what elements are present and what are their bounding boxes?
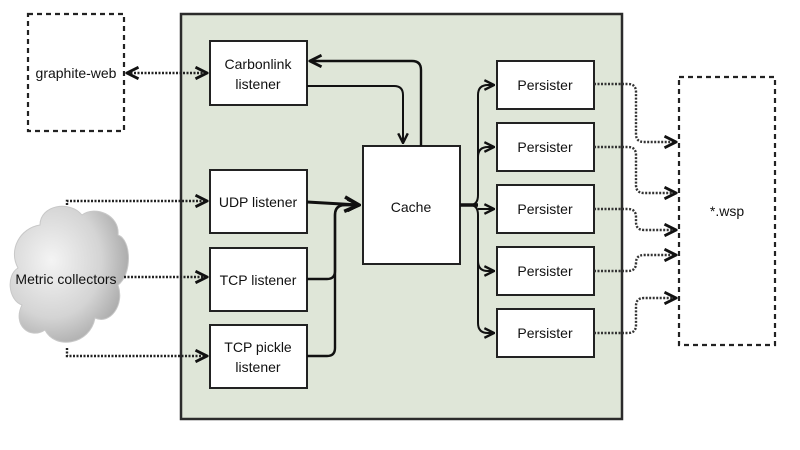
persister-label: Persister [517,139,573,155]
edge-collectors-to-tcp-pickle [65,348,207,356]
edge-cache-to-persister-1 [469,85,494,206]
metric-collectors-label: Metric collectors [15,271,116,287]
carbonlink-listener-label-line2: listener [235,76,280,92]
edge-tcp-pickle-to-cache [307,205,359,358]
persister-box [496,308,595,358]
carbonlink-listener-label-line1: Carbonlink [225,56,293,72]
udp-listener-node[interactable]: UDP listener [209,169,308,234]
persister-4-node[interactable]: Persister [496,246,595,296]
persister-box [496,122,595,172]
wsp-files-label: *.wsp [710,203,744,219]
wsp-files-box [677,75,777,347]
tcp-pickle-listener-box [209,324,308,389]
tcp-listener-node[interactable]: TCP listener [209,247,308,312]
tcp-pickle-listener-label-line1: TCP pickle [224,339,292,355]
tcp-pickle-listener-label-line2: listener [235,359,280,375]
tcp-listener-label: TCP listener [220,272,297,288]
graphite-web-label: graphite-web [36,65,117,81]
persister-1-node[interactable]: Persister [496,60,595,110]
graphite-web-box [26,12,126,133]
udp-listener-label: UDP listener [219,194,298,210]
wsp-files-node[interactable]: *.wsp [677,75,777,347]
cache-label: Cache [391,199,432,215]
persister-label: Persister [517,325,573,341]
edge-cache-to-persister-5 [477,261,494,333]
persister-2-node[interactable]: Persister [496,122,595,172]
graphite-web-node[interactable]: graphite-web [26,12,126,133]
cache-box [362,145,461,265]
edge-persister-4-to-wsp [594,255,676,273]
edge-persister-3-to-wsp [594,207,676,230]
persister-box [496,246,595,296]
persister-label: Persister [517,77,573,93]
edge-persister-2-to-wsp [594,145,676,193]
edge-persister-5-to-wsp [594,298,676,335]
cache-node[interactable]: Cache [362,145,461,265]
edge-collectors-to-udp [65,201,207,205]
persister-3-node[interactable]: Persister [496,184,595,234]
metric-collectors-node[interactable]: Metric collectors [9,205,129,343]
carbonlink-listener-node[interactable]: Carbonlink listener [209,40,308,106]
tcp-pickle-listener-node[interactable]: TCP pickle listener [209,324,308,389]
edge-cache-to-persister-2 [477,147,494,158]
persister-box [496,60,595,110]
edge-carbonlink-to-cache [307,85,403,143]
edge-persister-1-to-wsp [594,82,676,142]
persister-label: Persister [517,201,573,217]
persister-label: Persister [517,263,573,279]
carbonlink-listener-box [209,40,308,106]
udp-listener-box [209,169,308,234]
cloud-icon [9,205,129,343]
persister-box [496,184,595,234]
persister-5-node[interactable]: Persister [496,308,595,358]
edge-cache-to-carbonlink [310,61,423,146]
